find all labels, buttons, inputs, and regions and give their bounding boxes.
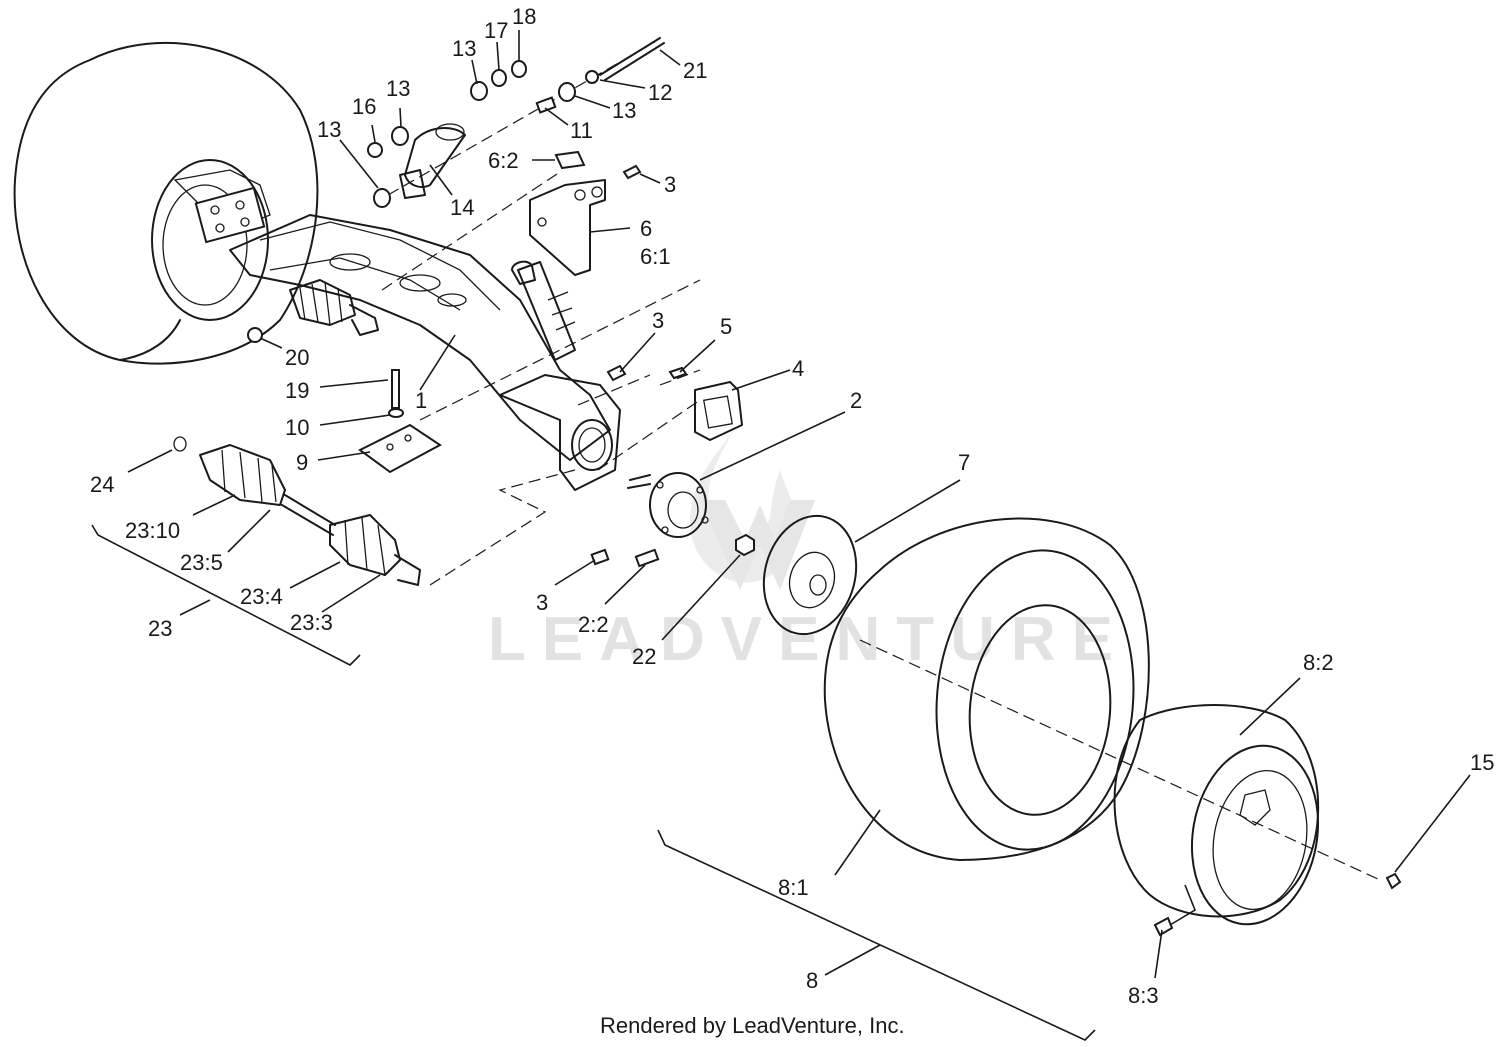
callout-6-2: 6:2	[488, 148, 519, 173]
callout-19: 19	[285, 378, 309, 403]
callout-23-3: 23:3	[290, 610, 333, 635]
callout-13-top: 13	[452, 36, 476, 61]
callout-18: 18	[512, 4, 536, 29]
leader-lines	[127, 30, 1471, 979]
callout-7: 7	[958, 450, 970, 475]
upper-drive-shaft	[289, 279, 379, 336]
render-credit: Rendered by LeadVenture, Inc.	[600, 1013, 905, 1038]
callout-8-1: 8:1	[778, 875, 809, 900]
left-wheel-assembly	[13, 42, 319, 365]
callout-5: 5	[720, 314, 732, 339]
callout-13-left: 13	[317, 117, 341, 142]
callout-13-right: 13	[612, 98, 636, 123]
callout-3-mid: 3	[652, 308, 664, 333]
axle-beam	[229, 214, 621, 491]
brake-rotor-7	[762, 514, 858, 636]
callout-12: 12	[648, 80, 672, 105]
drive-shaft-23	[173, 436, 421, 586]
callout-23: 23	[148, 616, 172, 641]
caliper-4	[694, 381, 743, 441]
centerlines	[381, 41, 1381, 881]
callout-23-5: 23:5	[180, 550, 223, 575]
callout-23-10: 23:10	[125, 518, 180, 543]
watermark-text: LEADVENTURE	[488, 605, 1129, 674]
callout-16: 16	[352, 94, 376, 119]
callout-15: 15	[1470, 750, 1494, 775]
callout-2-2: 2:2	[578, 612, 609, 637]
callout-4: 4	[792, 356, 804, 381]
watermark-w-icon	[700, 500, 815, 590]
top-hardware	[247, 37, 688, 474]
callout-labels: 18 17 13 21 12 13 11 13 16 13 14 6:2 3 6…	[90, 4, 1494, 1008]
shock-absorber-14	[399, 123, 466, 199]
callout-24: 24	[90, 472, 114, 497]
callout-8-2: 8:2	[1303, 650, 1334, 675]
callout-3-bottom: 3	[536, 590, 548, 615]
callout-11: 11	[570, 118, 593, 143]
callout-6-1: 6:1	[640, 244, 671, 269]
callout-1: 1	[415, 388, 427, 413]
rim-8-2	[1113, 704, 1402, 937]
callout-21: 21	[683, 58, 707, 83]
bracket-6	[529, 150, 606, 276]
watermark: LEADVENTURE	[488, 420, 1129, 674]
callout-13-mid: 13	[386, 76, 410, 101]
callout-6: 6	[640, 216, 652, 241]
nut-22	[735, 533, 755, 557]
rear-shock	[511, 260, 576, 361]
callout-8-3: 8:3	[1128, 983, 1159, 1008]
callout-8: 8	[806, 968, 818, 993]
callout-17: 17	[484, 18, 508, 43]
hub-2	[590, 472, 709, 568]
callout-2: 2	[850, 388, 862, 413]
callout-23-4: 23:4	[240, 584, 283, 609]
callout-9: 9	[296, 450, 308, 475]
callout-20: 20	[285, 345, 309, 370]
group-brackets	[91, 524, 1096, 1041]
callout-3-top: 3	[664, 172, 676, 197]
callout-22: 22	[632, 644, 656, 669]
right-tire-8-1	[823, 517, 1150, 861]
callout-14: 14	[450, 195, 474, 220]
callout-10: 10	[285, 415, 309, 440]
